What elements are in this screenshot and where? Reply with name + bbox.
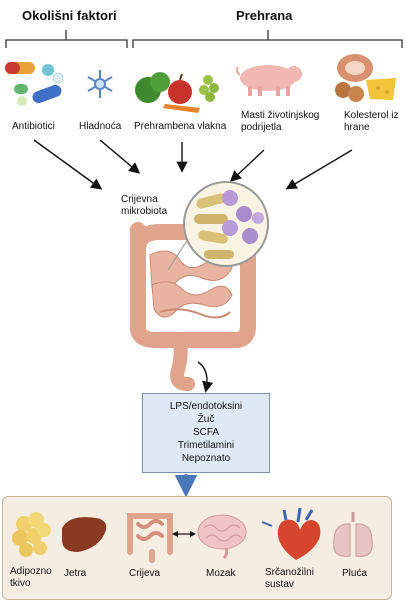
input-label-cold: Hladnoća — [79, 121, 122, 132]
liver-icon — [62, 517, 107, 552]
organ-label-cardiovascular-line1: Srčanožilni — [265, 567, 314, 578]
meat-cheese-icon — [335, 54, 396, 102]
input-label-cholesterol: Kolesterol iz hrane — [344, 110, 398, 134]
organ-label-intestine: Crijeva — [129, 568, 161, 579]
microbiota-magnifier — [167, 181, 269, 271]
organ-label-brain: Mozak — [206, 568, 236, 579]
input-label-cholesterol-line1: Kolesterol iz — [344, 110, 399, 121]
bracket-diet — [132, 30, 403, 48]
colon-to-mediators-arrow — [197, 361, 214, 393]
header-environmental-factors: Okolišni faktori — [22, 8, 117, 23]
pills-icon — [5, 62, 64, 106]
organ-label-adipose: Adipozno tkivo — [10, 566, 52, 590]
organ-label-lungs: Pluća — [342, 568, 368, 579]
adipose-tissue-icon — [12, 512, 51, 557]
snowflake-icon — [87, 70, 113, 98]
input-label-antibiotics: Antibiotici — [12, 121, 55, 132]
mediator-item: SCFA — [192, 427, 220, 438]
input-label-animal-fat-line1: Masti životinjskog — [241, 110, 320, 121]
mediator-item: Trimetilamini — [177, 440, 235, 451]
input-label-cholesterol-line2: hrane — [344, 122, 370, 133]
input-label-animal-fat-line2: podrijetla — [241, 122, 282, 133]
bracket-environmental — [5, 30, 128, 48]
gut-brain-double-arrow — [172, 531, 196, 537]
mediators-box: LPS/endotoksini Žuč SCFA Trimetilamini N… — [142, 393, 270, 473]
vegetables-icon — [135, 72, 219, 113]
heart-icon — [261, 507, 321, 560]
input-label-animal-fat: Masti životinjskog podrijetla — [241, 110, 319, 134]
mediator-item: Žuč — [197, 414, 215, 425]
organ-label-adipose-line1: Adipozno — [10, 566, 52, 577]
input-arrows — [33, 139, 353, 190]
lungs-icon — [333, 512, 373, 557]
intestine-icon — [127, 513, 173, 563]
organ-label-cardiovascular-line2: sustav — [265, 579, 294, 590]
pig-icon — [235, 65, 302, 96]
mediator-item: LPS/endotoksini — [169, 401, 243, 412]
microbiota-label-line1: Crijevna — [121, 194, 158, 205]
header-diet: Prehrana — [236, 8, 293, 23]
organ-label-liver: Jetra — [64, 568, 87, 579]
organ-label-cardiovascular: Srčanožilni sustav — [265, 567, 314, 591]
input-label-dietary-fiber: Prehrambena vlakna — [134, 121, 227, 132]
organ-label-adipose-line2: tkivo — [10, 578, 31, 589]
mediator-item: Nepoznato — [181, 453, 231, 464]
microbiota-label-line2: mikrobiota — [121, 206, 168, 217]
brain-icon — [197, 514, 247, 560]
microbiota-label: Crijevna mikrobiota — [121, 194, 167, 218]
